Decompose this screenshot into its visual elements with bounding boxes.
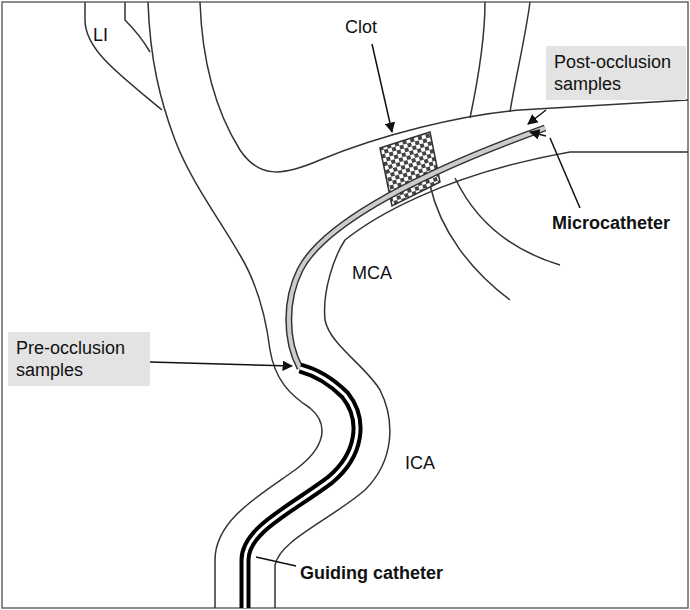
part-label: Guiding catheter [300, 562, 443, 584]
microcatheter [289, 128, 545, 368]
branch-label: LI [93, 24, 108, 46]
part-label: Clot [345, 16, 377, 38]
vessel-label: MCA [352, 262, 392, 284]
sample-label: Post-occlusion samples [554, 51, 678, 95]
vessel-walls [85, 2, 688, 608]
sample-box: Post-occlusion samples [546, 46, 686, 100]
vessel-label: ICA [405, 452, 435, 474]
part-label: Microcatheter [552, 212, 670, 234]
leader-lines [150, 44, 580, 566]
sample-box: Pre-occlusion samples [8, 332, 150, 386]
sample-label: Pre-occlusion samples [16, 337, 142, 381]
